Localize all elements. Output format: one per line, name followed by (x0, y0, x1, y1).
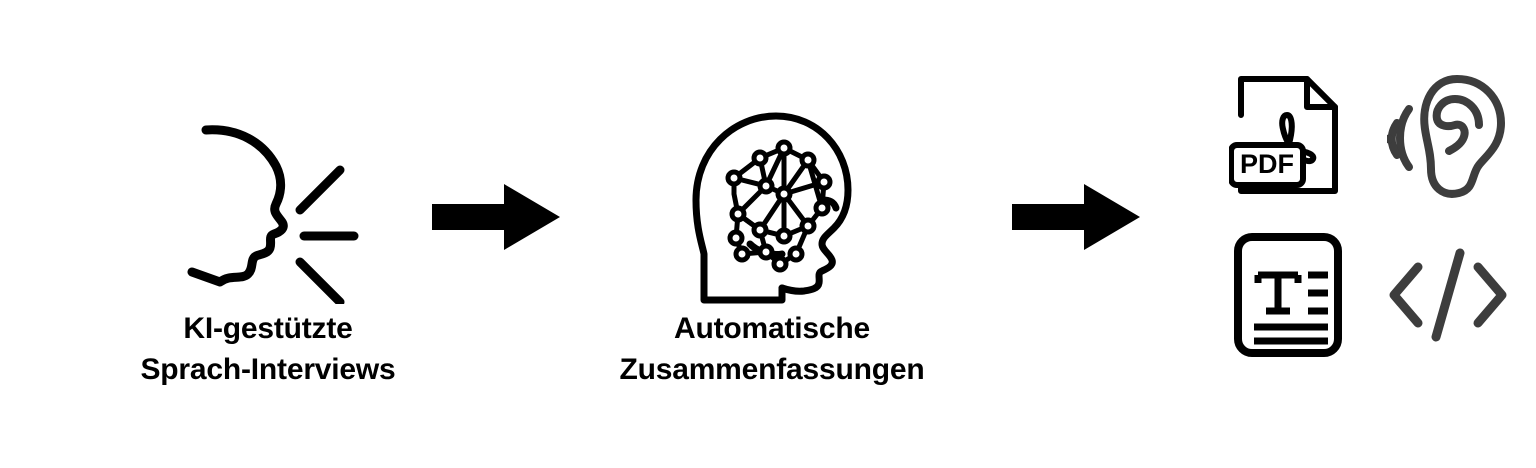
code-left-angle (1389, 262, 1423, 328)
stage-ai-caption-line-2: Zusammenfassungen (619, 353, 925, 386)
right-arrow-icon-1 (432, 184, 560, 250)
text-document-icon (1234, 233, 1342, 357)
code-brackets-icon (1389, 248, 1507, 342)
output-item-audio (1368, 60, 1528, 210)
stage-voice-caption: KI-gestützte Sprach-Interviews (140, 308, 395, 390)
pdf-file-icon: PDF (1229, 76, 1338, 194)
stage-automatic-summaries: Automatische Zusammenfassungen (592, 104, 952, 390)
stage-ai-caption-line-1: Automatische (674, 312, 870, 345)
neural-network-graph (725, 139, 833, 273)
sound-wave-dot (1387, 134, 1394, 144)
stage-voice-interviews: KI-gestützte Sprach-Interviews (108, 104, 428, 390)
stage-voice-caption-line-1: KI-gestützte (183, 312, 353, 345)
ai-brain-head-icon (692, 112, 852, 304)
stage-voice-caption-line-2: Sprach-Interviews (140, 353, 396, 386)
ear-listening-icon (1387, 75, 1505, 198)
stage-ai-caption: Automatische Zusammenfassungen (619, 308, 924, 390)
stage-output-formats: PDF (1208, 60, 1528, 370)
speech-line-lower (295, 257, 345, 304)
code-right-angle (1473, 262, 1507, 328)
output-item-pdf: PDF (1208, 60, 1368, 210)
sound-wave-outer (1396, 105, 1413, 171)
code-slash (1431, 248, 1465, 342)
pdf-badge-label: PDF (1240, 149, 1294, 179)
output-item-code (1368, 220, 1528, 370)
speech-line-upper (295, 165, 345, 215)
right-arrow-icon-2 (1012, 184, 1140, 250)
speaking-head-icon (187, 125, 359, 304)
output-formats-grid: PDF (1208, 60, 1528, 370)
output-item-text-document (1208, 220, 1368, 370)
